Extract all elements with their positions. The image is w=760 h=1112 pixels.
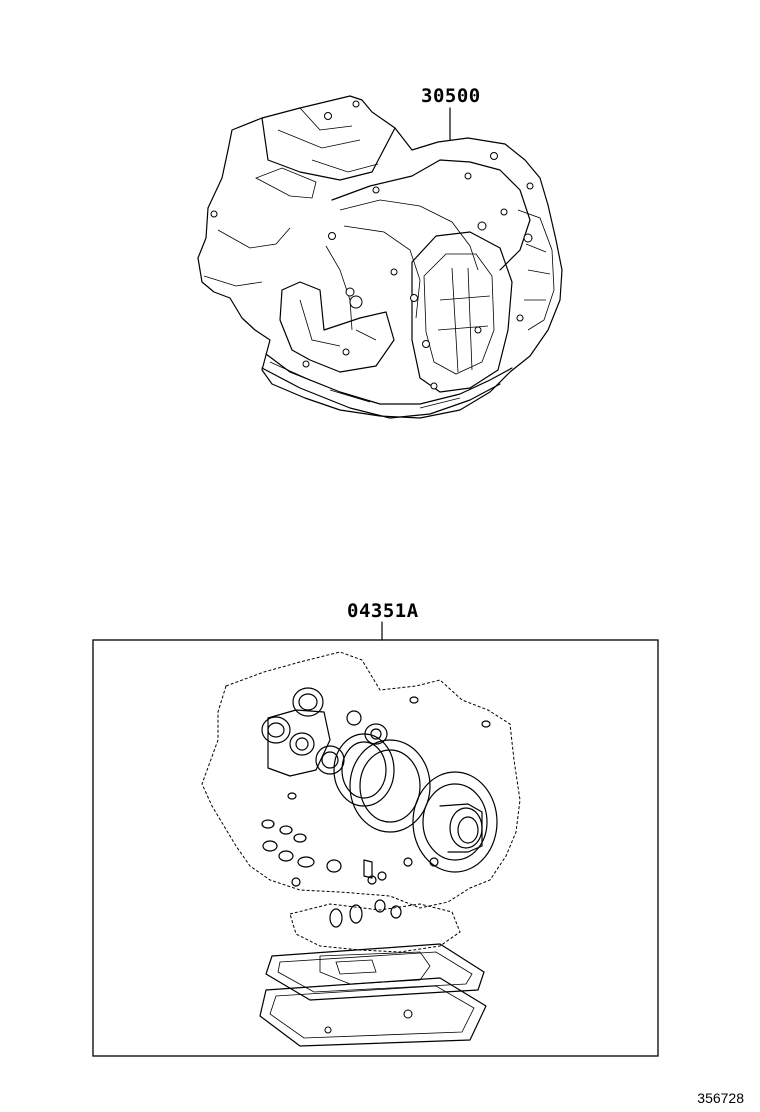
diagram-number: 356728	[697, 1090, 744, 1106]
transaxle-assembly-drawing	[197, 95, 563, 419]
gasket-kit-frame	[92, 639, 659, 1057]
part-number-04351a[interactable]: 04351A	[347, 600, 419, 622]
part-number-30500[interactable]: 30500	[421, 85, 481, 107]
gasket-kit-drawing	[92, 621, 659, 1057]
